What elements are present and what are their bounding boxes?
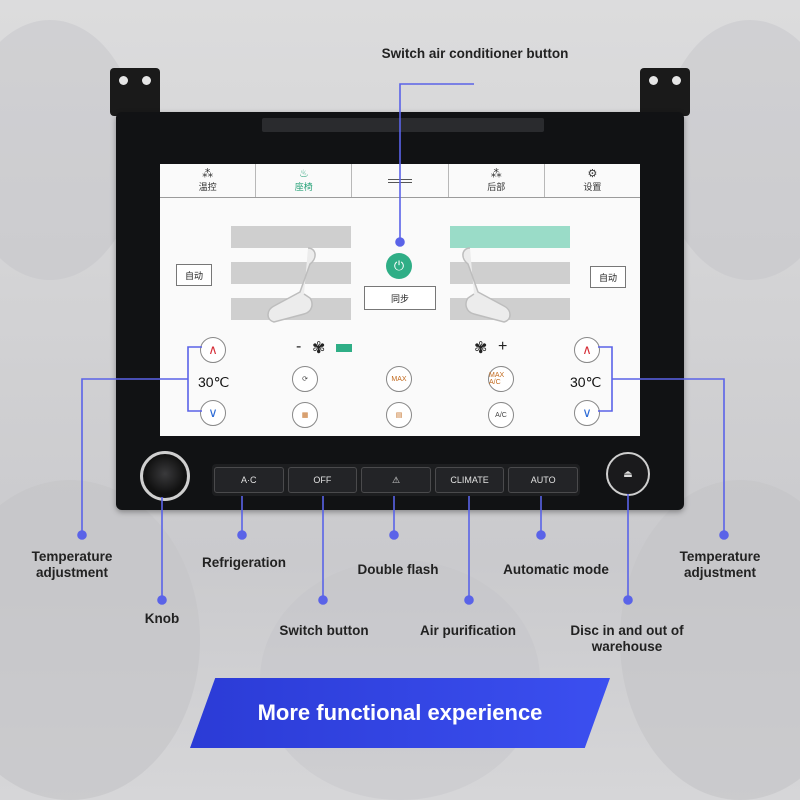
fan-minus-button[interactable]: -	[296, 338, 302, 355]
callout-double-flash: Double flash	[357, 562, 439, 577]
tab-seat[interactable]: ♨ 座椅	[256, 164, 353, 197]
mount-bracket-right	[640, 68, 690, 116]
temp-down-right-button[interactable]: ∨	[574, 400, 600, 426]
temp-right-display: 30℃	[570, 374, 602, 390]
callout-switch-button: Switch button	[279, 623, 369, 638]
callout-disc: Disc in and out of warehouse	[570, 623, 684, 654]
max-button[interactable]: MAX	[386, 366, 412, 392]
callout-temp-right: Temperature adjustment	[679, 549, 761, 580]
power-icon[interactable]: ⏻	[386, 253, 412, 279]
feature-banner: More functional experience	[190, 678, 610, 748]
eject-button[interactable]: ⏏	[606, 452, 650, 496]
rear-defrost-button[interactable]: ▤	[386, 402, 412, 428]
climate-button[interactable]: CLIMATE	[434, 467, 505, 493]
banner-text: More functional experience	[257, 700, 543, 725]
fan-level-bar	[336, 344, 352, 352]
fan-plus-button[interactable]: +	[498, 338, 508, 355]
ac-button[interactable]: A·C	[214, 467, 284, 493]
tab-rear[interactable]: ⁂ 后部	[449, 164, 545, 197]
ac-screen-button[interactable]: A/C	[488, 402, 514, 428]
seat-heat-level-right-2[interactable]	[450, 262, 570, 284]
callout-switch-ac: Switch air conditioner button	[381, 46, 569, 61]
tab-settings[interactable]: ⚙ 设置	[583, 168, 602, 192]
fan-icon: ✾	[312, 340, 326, 357]
seat-heat-icon: ♨	[298, 168, 309, 180]
callout-air-purification: Air purification	[419, 623, 516, 638]
seat-right-icon	[462, 247, 511, 323]
callout-knob: Knob	[144, 611, 180, 626]
settings-icon: ⚙	[587, 168, 598, 180]
auto-left-button[interactable]: 自动	[176, 264, 212, 286]
seat-heat-level-left-2[interactable]	[231, 262, 351, 284]
seat-heat-level-right-1[interactable]	[450, 226, 570, 248]
off-button[interactable]: OFF	[287, 467, 358, 493]
rear-icon: ⁂	[490, 168, 502, 180]
seat-heat-level-left-1[interactable]	[231, 226, 351, 248]
temp-left-display: 30℃	[198, 374, 230, 390]
callout-automatic-mode: Automatic mode	[503, 562, 609, 577]
temp-up-right-button[interactable]: ∧	[574, 337, 600, 363]
hardware-button-bar: A·C OFF ⚠ CLIMATE AUTO	[212, 464, 580, 496]
volume-knob[interactable]	[140, 451, 190, 501]
callout-temp-left: Temperature adjustment	[31, 549, 113, 580]
air-vent-icon: ⁂	[202, 168, 214, 180]
callout-refrigeration: Refrigeration	[201, 555, 286, 570]
hazard-button[interactable]: ⚠	[361, 467, 431, 493]
seat-left-icon	[267, 247, 316, 323]
max-ac-button[interactable]: MAX A/C	[488, 366, 514, 392]
fan-icon-right: ✾	[474, 340, 488, 357]
top-slot	[262, 118, 544, 132]
recirculation-button[interactable]: ⟳	[292, 366, 318, 392]
sync-button[interactable]: 同步	[364, 286, 436, 310]
tab-temperature[interactable]: ⁂ 温控	[160, 164, 257, 197]
front-defrost-button[interactable]: ▦	[292, 402, 318, 428]
auto-right-button[interactable]: 自动	[590, 266, 626, 288]
temp-up-left-button[interactable]: ∧	[200, 337, 226, 363]
auto-button[interactable]: AUTO	[508, 467, 578, 493]
mount-bracket-left	[110, 68, 160, 116]
temp-down-left-button[interactable]: ∨	[200, 400, 226, 426]
